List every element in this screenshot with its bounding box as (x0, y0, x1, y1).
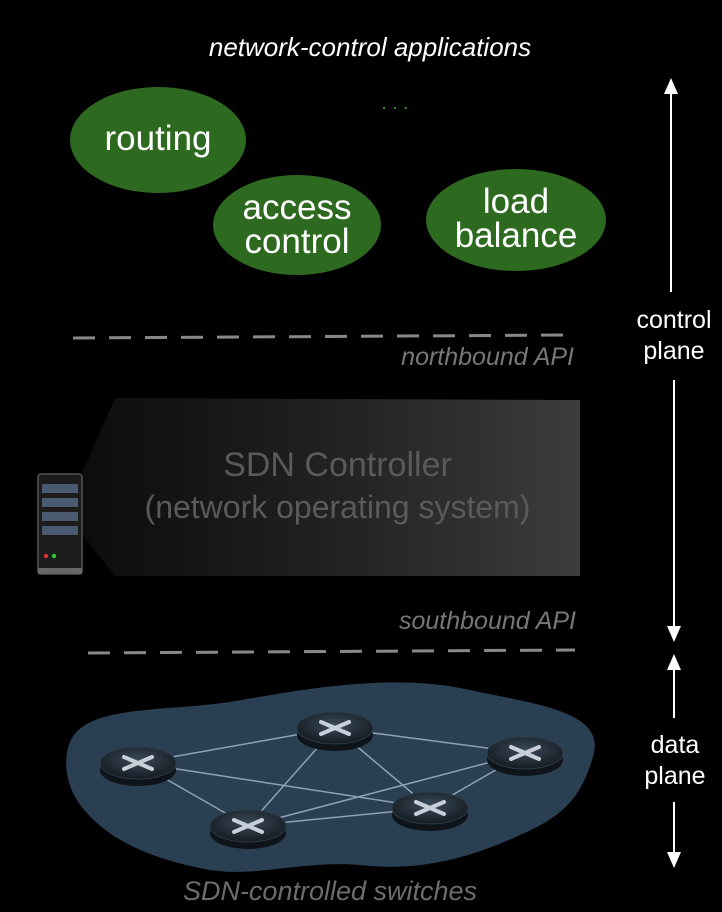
server-icon (37, 473, 83, 575)
access-control-ellipse (213, 175, 381, 275)
switch-4 (209, 809, 287, 849)
applications-title: network-control applications (208, 32, 532, 62)
switch-3 (486, 736, 564, 776)
northbound-api-label: northbound API (401, 343, 574, 371)
access-control-label: access control (242, 188, 352, 261)
northbound-divider (72, 333, 571, 340)
southbound-api-label: southbound API (399, 607, 576, 635)
switch-network-area (66, 682, 595, 872)
controller-subtitle: (network operating system) (144, 489, 531, 525)
data-plane-label: data plane (644, 731, 706, 790)
switch-2 (296, 711, 374, 751)
routing-ellipse (70, 87, 246, 193)
data-plane-arrow (667, 654, 681, 868)
switch-1 (99, 746, 177, 786)
controller-box (80, 398, 580, 576)
load-balance-label: load balance (454, 182, 578, 255)
southbound-divider (87, 648, 576, 655)
load-balance-ellipse (426, 169, 606, 271)
switch-5 (391, 791, 469, 831)
control-plane-label: control plane (636, 306, 712, 365)
control-plane-arrow (664, 78, 681, 642)
more-apps-ellipsis: ... (382, 96, 415, 112)
controller-title: SDN Controller (223, 446, 452, 484)
routing-label: routing (104, 119, 212, 158)
switches-caption: SDN-controlled switches (182, 876, 478, 906)
